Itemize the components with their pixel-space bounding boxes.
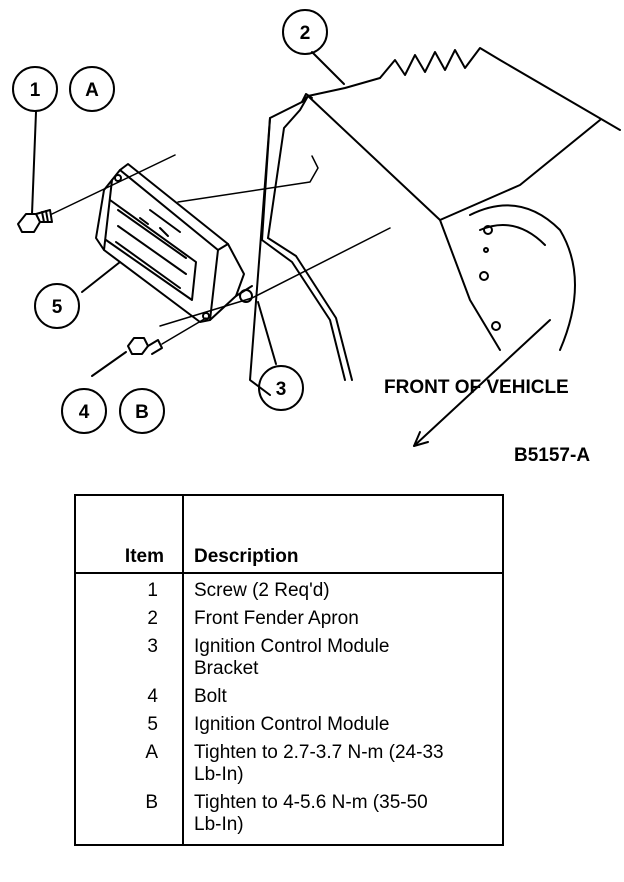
- legend-item: A: [75, 736, 184, 786]
- bolt: [127, 337, 163, 355]
- figure-id: B5157-A: [514, 445, 590, 466]
- front-of-vehicle-label: FRONT OF VEHICLE: [384, 377, 569, 398]
- legend-description: Screw (2 Req'd): [194, 580, 330, 601]
- legend-item: 3: [75, 630, 184, 680]
- legend-description: Ignition Control Module: [194, 714, 390, 735]
- legend-description: Front Fender Apron: [194, 608, 359, 629]
- exploded-view-diagram: 1 A 2 3 4 B 5 FRONT OF VEHICLE B5157-A: [12, 9, 621, 466]
- callout-B: B: [135, 402, 149, 423]
- legend-item: 4: [75, 680, 184, 708]
- callout-4: 4: [79, 402, 90, 423]
- header-description: Description: [183, 495, 503, 574]
- callout-2: 2: [300, 23, 311, 44]
- legend-row: 2 Front Fender Apron: [75, 602, 503, 630]
- legend-row: 1 Screw (2 Req'd): [75, 573, 503, 602]
- header-item: Item: [75, 495, 184, 574]
- assembly-guide-lines: [51, 154, 391, 345]
- legend-item: 1: [75, 573, 184, 602]
- callout-5: 5: [52, 297, 63, 318]
- legend-header-row: Item Description: [75, 495, 503, 574]
- ignition-control-module: [95, 163, 253, 323]
- legend-row: 5 Ignition Control Module: [75, 708, 503, 736]
- fender-apron: [249, 47, 621, 396]
- legend-description: Bolt: [194, 686, 227, 707]
- legend-item: B: [75, 786, 184, 845]
- callout-3: 3: [276, 379, 287, 400]
- callout-leaders: [31, 51, 345, 377]
- screw: [17, 209, 53, 233]
- legend-item: 2: [75, 602, 184, 630]
- parts-legend-table: Item Description 1 Screw (2 Req'd) 2 Fro…: [74, 494, 504, 846]
- callout-1: 1: [30, 80, 41, 101]
- callout-A: A: [85, 80, 99, 101]
- front-direction-arrow: [413, 319, 551, 447]
- legend-item: 5: [75, 708, 184, 736]
- legend-row: 4 Bolt: [75, 680, 503, 708]
